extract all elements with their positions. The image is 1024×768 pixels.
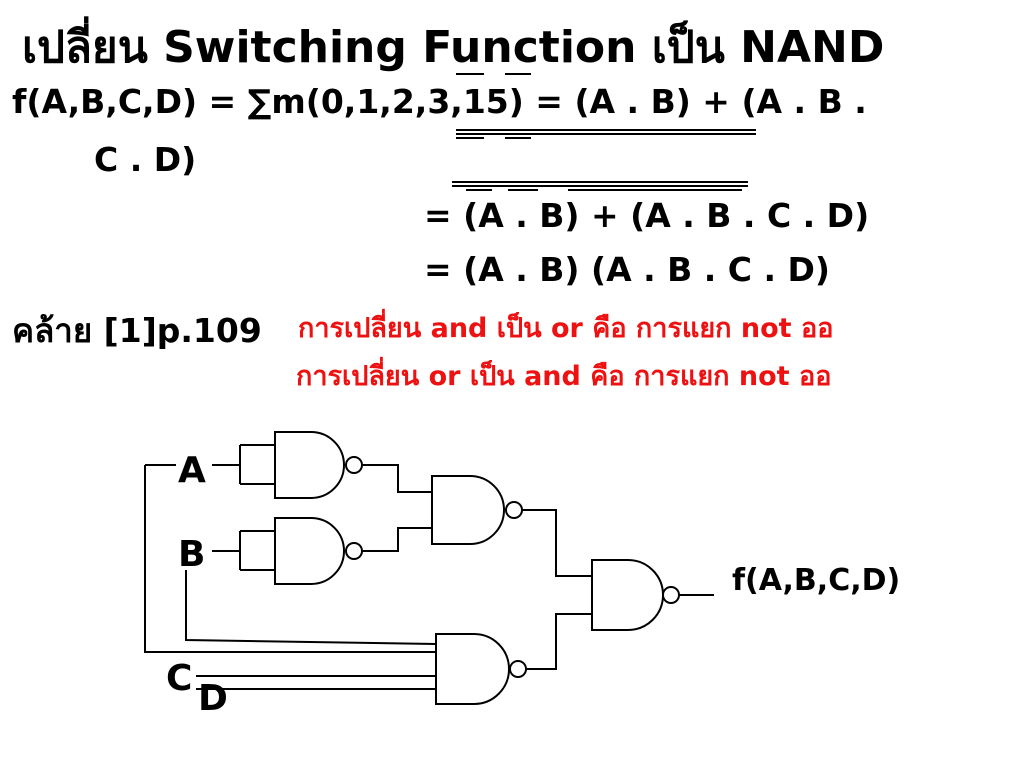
nand-gate-a-bubble [345,456,363,474]
red-note-line-1: การเปลี่ยน and เป็น or คือ การแยก not ออ [298,313,834,344]
nand-gate-output [591,559,664,631]
equation-line-2: = (A . B) + (A . B . C . D) [424,196,870,235]
output-label: f(A,B,C,D) [732,563,900,598]
nand-gate-abcd-bubble [509,660,527,678]
nand-gate-a [274,431,345,499]
input-label-b: B [178,534,205,575]
input-label-d: D [198,678,228,719]
equation-line-1: f(A,B,C,D) = ∑m(0,1,2,3,15) = (A . B) + … [12,82,867,121]
equation-line-3: = (A . B) (A . B . C . D) [424,250,831,289]
nand-gate-abcd [435,633,510,705]
equation-line-1-continued: C . D) [94,140,197,179]
input-label-c: C [166,658,192,699]
input-label-a: A [178,450,206,491]
wires [144,444,714,690]
similar-reference: คล้าย [1]p.109 [12,311,262,350]
red-note-line-2: การเปลี่ยน or เป็น and คือ การแยก not ออ [296,361,832,392]
complement-bars [452,73,756,191]
nand-gate-output-bubble [662,586,680,604]
nand-gate-b [274,517,345,585]
nand-gate-b-bubble [345,542,363,560]
nand-gate-ab-bubble [505,501,523,519]
nand-gate-ab [431,475,505,545]
page-title: เปลี่ยน Switching Function เป็น NAND [22,22,885,73]
